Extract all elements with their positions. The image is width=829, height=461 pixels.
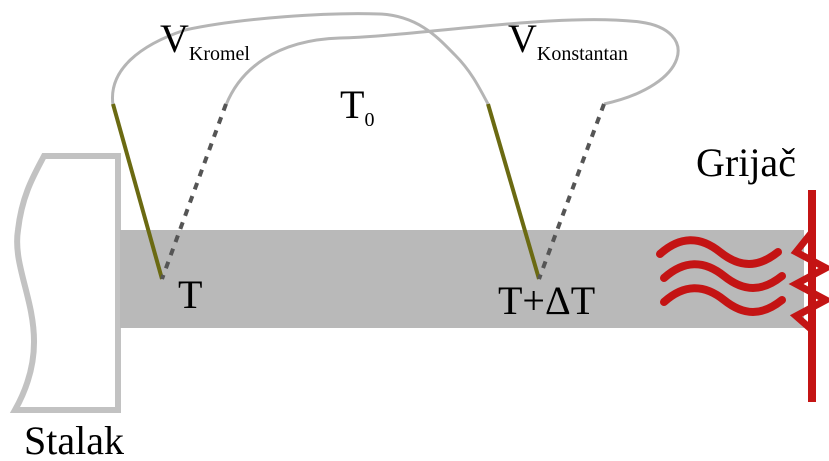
konstantan-leg-left (160, 103, 228, 280)
label-stalak: Stalak (24, 418, 124, 461)
stand-outline (9, 153, 121, 413)
label-t: T (178, 272, 202, 317)
wire-kromel-left (111, 12, 490, 106)
label-grijac: Grijač (696, 140, 796, 185)
heater-zigzag (788, 229, 829, 333)
heat-wave-bottom (660, 284, 786, 316)
metal-rod (120, 230, 804, 328)
kromel-leg-left (111, 103, 164, 280)
wire-konstantan-left (224, 18, 680, 106)
label-v-kromel: VKromel (160, 16, 250, 65)
label-t0: T0 (340, 82, 374, 131)
label-t-plus-delta-t: T+ΔT (498, 278, 595, 323)
heat-wave-middle (660, 260, 786, 292)
konstantan-leg-right (537, 103, 606, 280)
heat-wave-top (656, 236, 782, 268)
kromel-leg-right (486, 103, 541, 280)
label-v-konstantan: VKonstantan (508, 16, 628, 65)
